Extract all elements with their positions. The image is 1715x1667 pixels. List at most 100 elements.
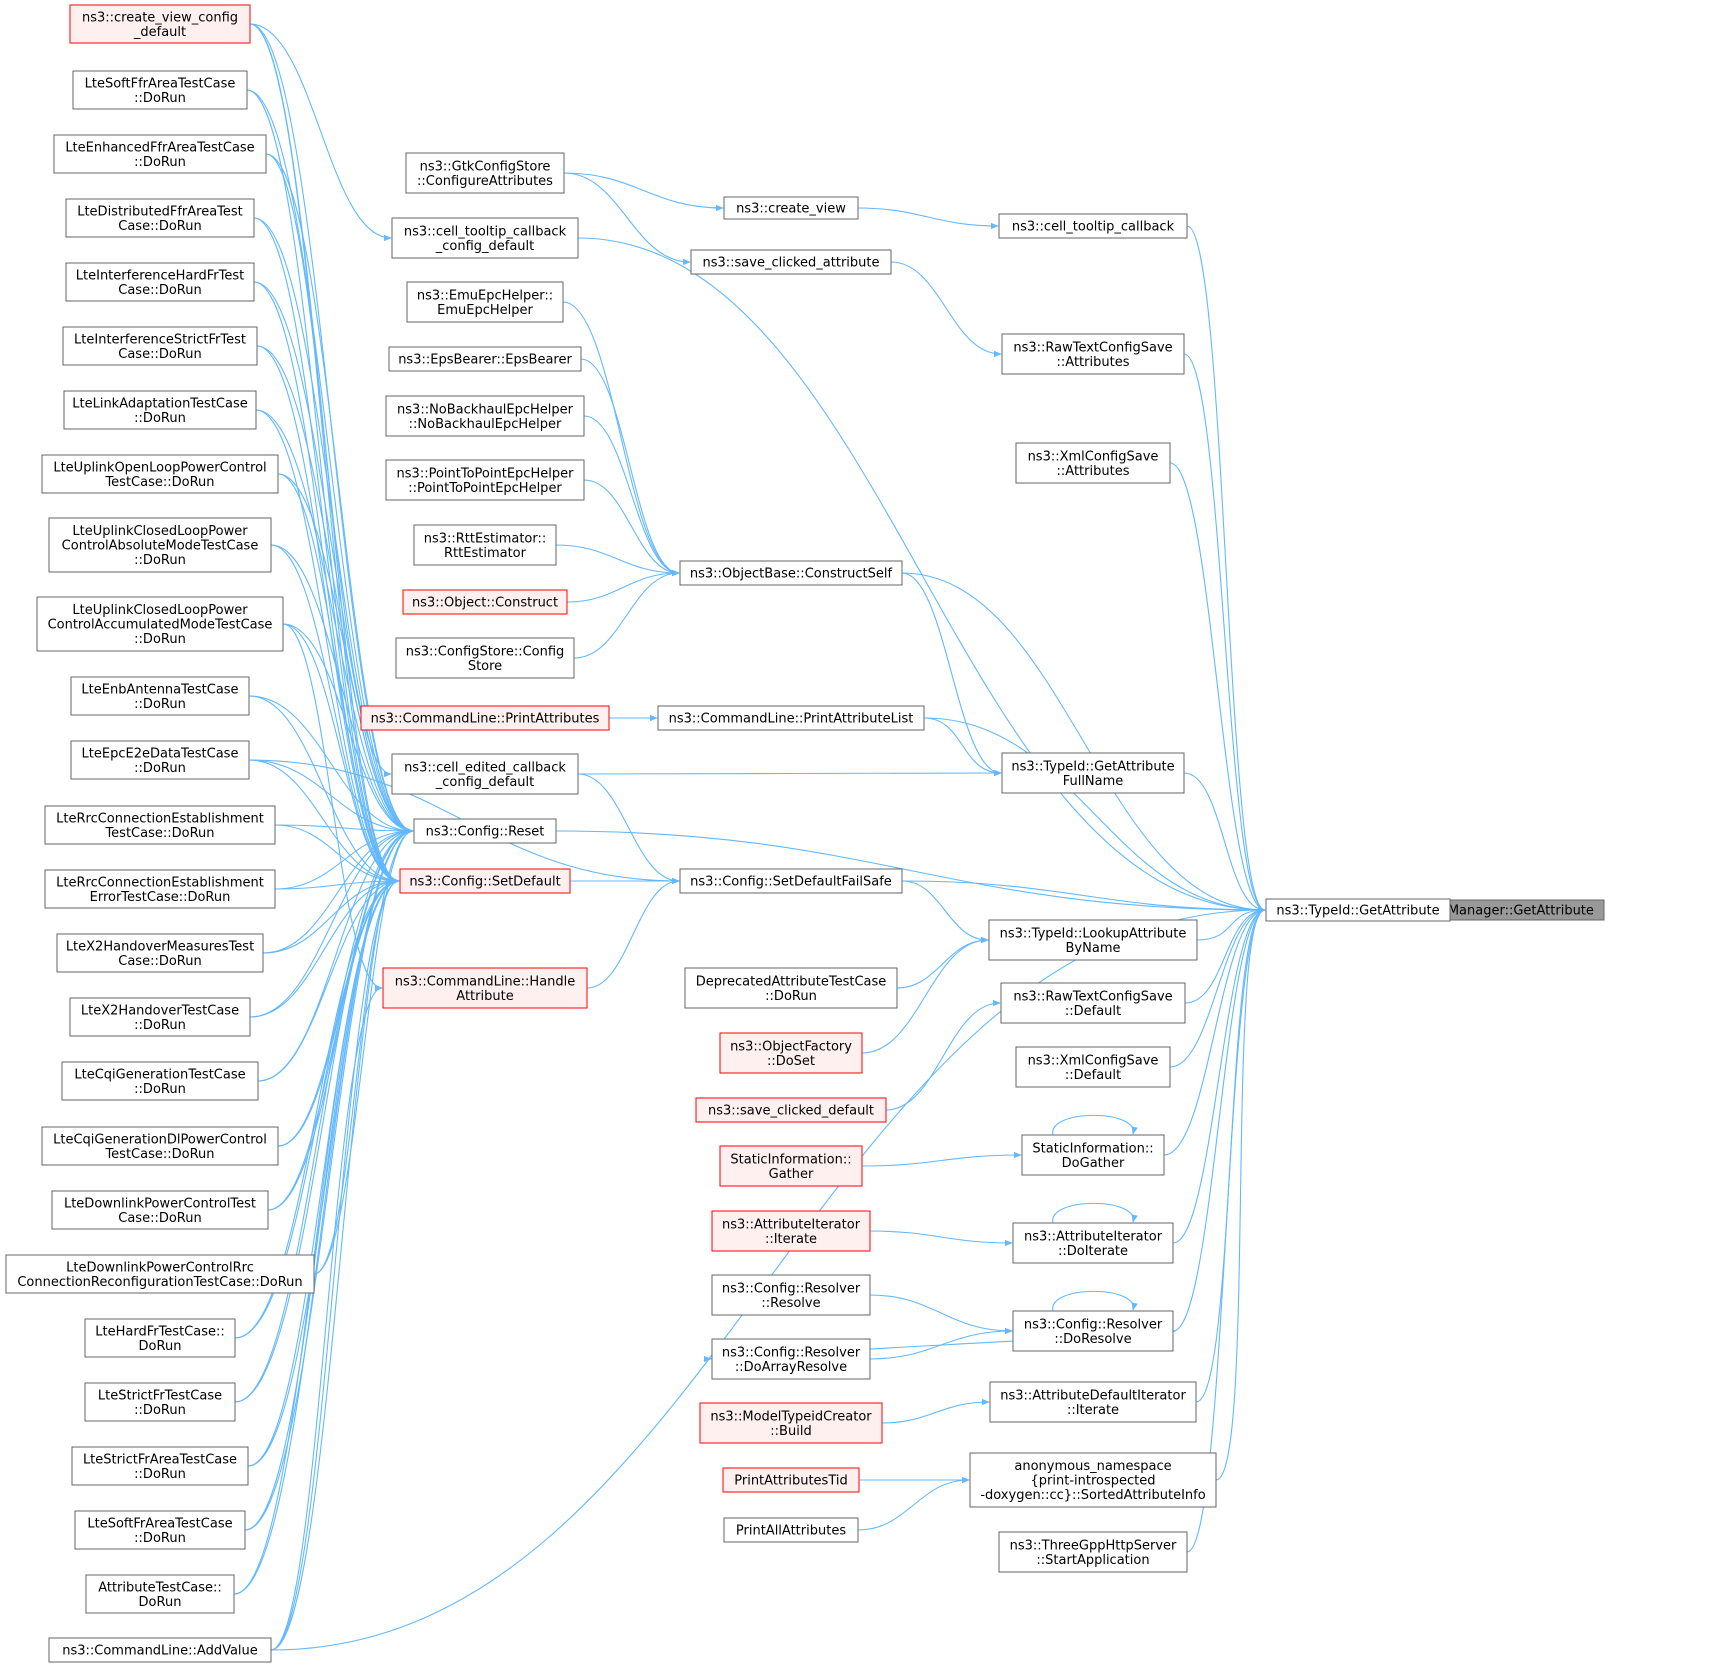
node-lte-enhancedffr[interactable]: LteEnhancedFfrAreaTestCase::DoRun: [53, 134, 267, 174]
node-lte-softfrarea[interactable]: LteSoftFrAreaTestCase::DoRun: [74, 1510, 246, 1550]
call-edge-lte_uplinkacc-to-cfg_reset: [282, 623, 414, 835]
node-model-typeid[interactable]: ns3::ModelTypeidCreator::Build: [699, 1402, 883, 1444]
node-label-line: TestCase::DoRun: [104, 475, 214, 490]
node-lte-enbantenna[interactable]: LteEnbAntennaTestCase::DoRun: [70, 676, 250, 716]
node-cfg-setdefault[interactable]: ns3::Config::SetDefault: [399, 868, 571, 894]
node-print-all-attrs[interactable]: PrintAllAttributes: [723, 1517, 859, 1543]
node-attr-testcase[interactable]: AttributeTestCase::DoRun: [85, 1574, 235, 1614]
call-edge-gtk_cfgattr-to-create_view: [563, 172, 724, 212]
node-box: [969, 1452, 1217, 1508]
node-label-line: ::DoRun: [134, 1082, 186, 1097]
node-box: [695, 1097, 887, 1123]
node-label-line: LteRrcConnectionEstablishment: [56, 811, 264, 826]
node-rawtext-default[interactable]: ns3::RawTextConfigSave::Default: [1000, 982, 1186, 1024]
node-typeid-getattr[interactable]: ns3::TypeId::GetAttribute: [1265, 898, 1451, 922]
node-lte-dlpcrrc[interactable]: LteDownlinkPowerControlRrcConnectionReco…: [5, 1254, 315, 1294]
node-box: [48, 517, 272, 573]
call-edge-resolver_doresolve-to-typeid_getattr: [1172, 906, 1266, 1332]
node-box: [74, 1510, 246, 1550]
node-lte-uplinkabs[interactable]: LteUplinkClosedLoopPowerControlAbsoluteM…: [48, 517, 272, 573]
node-cell-tooltip-cb[interactable]: ns3::cell_tooltip_callback: [998, 213, 1188, 239]
node-label-line: ns3::AttributeDefaultIterator: [1000, 1388, 1186, 1403]
node-rawtext-attrs[interactable]: ns3::RawTextConfigSave::Attributes: [1001, 333, 1185, 375]
call-edge-model_typeid-to-attrdefiter: [881, 1398, 990, 1424]
node-lte-uplinkopen[interactable]: LteUplinkOpenLoopPowerControlTestCase::D…: [41, 454, 279, 494]
node-lte-rrcesterr[interactable]: LteRrcConnectionEstablishmentErrorTestCa…: [44, 869, 276, 909]
node-cmd-addvalue[interactable]: ns3::CommandLine::AddValue: [48, 1637, 272, 1663]
node-label-line: ns3::ObjectBase::ConstructSelf: [690, 567, 893, 582]
node-cmd-printattrlist[interactable]: ns3::CommandLine::PrintAttributeList: [657, 705, 925, 731]
node-cell-edited-cfg[interactable]: ns3::cell_edited_callback_config_default: [391, 753, 579, 795]
node-objbase-construct[interactable]: ns3::ObjectBase::ConstructSelf: [679, 560, 903, 586]
node-lte-strictfrarea[interactable]: LteStrictFrAreaTestCase::DoRun: [71, 1446, 249, 1486]
node-p2p-epc[interactable]: ns3::PointToPointEpcHelper::PointToPoint…: [385, 459, 585, 501]
call-edge-cell_edited_cfg-to-cfg_setdefaultfs: [577, 773, 680, 885]
node-lte-hardfr[interactable]: LteHardFrTestCase::DoRun: [84, 1318, 236, 1358]
node-label-line: ::DoRun: [134, 1018, 186, 1033]
node-lte-strictfr[interactable]: LteStrictFrTestCase::DoRun: [84, 1382, 236, 1422]
node-rtt-est[interactable]: ns3::RttEstimator::RttEstimator: [413, 524, 557, 566]
node-cmd-printattrs[interactable]: ns3::CommandLine::PrintAttributes: [360, 705, 610, 731]
node-label-line: ns3::RawTextConfigSave: [1013, 340, 1172, 355]
node-attrdefiter[interactable]: ns3::AttributeDefaultIterator::Iterate: [989, 1381, 1197, 1423]
node-lte-uplinkacc[interactable]: LteUplinkClosedLoopPowerControlAccumulat…: [36, 596, 284, 652]
node-box: [657, 705, 925, 731]
call-edge-lte_rrcesterr-to-cfg_reset: [274, 827, 414, 890]
node-create-view[interactable]: ns3::create_view: [723, 196, 859, 220]
node-lte-epce2e[interactable]: LteEpcE2eDataTestCase::DoRun: [70, 740, 250, 780]
node-static-dogather[interactable]: StaticInformation::DoGather: [1021, 1134, 1165, 1176]
node-resolver-doresolve[interactable]: ns3::Config::Resolver::DoResolve: [1012, 1310, 1174, 1352]
node-create-view-cfg[interactable]: ns3::create_view_config_default: [69, 4, 251, 44]
node-label-line: LteEnhancedFfrAreaTestCase: [65, 140, 254, 155]
node-gtk-cfgattr[interactable]: ns3::GtkConfigStore::ConfigureAttributes: [405, 152, 565, 194]
call-edge-lte_dlpcrrc-to-cfg_setdefault: [313, 877, 400, 1275]
node-lte-linkadapt[interactable]: LteLinkAdaptationTestCase::DoRun: [63, 390, 257, 430]
call-edge-deprecated_test-to-typeid_lookup: [896, 936, 989, 989]
node-eps-bearer[interactable]: ns3::EpsBearer::EpsBearer: [388, 346, 582, 372]
node-threegpp-start[interactable]: ns3::ThreeGppHttpServer::StartApplicatio…: [998, 1531, 1188, 1573]
node-obj-construct[interactable]: ns3::Object::Construct: [402, 589, 568, 615]
node-lte-x2ho[interactable]: LteX2HandoverTestCase::DoRun: [69, 997, 251, 1037]
node-lte-cqigen[interactable]: LteCqiGenerationTestCase::DoRun: [61, 1061, 259, 1101]
node-attriter-iterate[interactable]: ns3::AttributeIterator::Iterate: [711, 1210, 871, 1252]
call-edge-lte_distffr-to-cfg_setdefault: [253, 217, 400, 885]
call-edge-lte_epce2e-to-cfg_setdefault: [248, 759, 400, 885]
call-edge-lte_enbantenna-to-cfg_setdefault: [248, 695, 400, 885]
node-box: [385, 459, 585, 501]
node-objfactory-doset[interactable]: ns3::ObjectFactory::DoSet: [719, 1032, 863, 1074]
node-lte-softffrarea[interactable]: LteSoftFfrAreaTestCase::DoRun: [72, 70, 248, 110]
node-attriter-doiterate[interactable]: ns3::AttributeIterator::DoIterate: [1012, 1222, 1174, 1264]
call-edge-static_gather-to-static_dogather: [861, 1151, 1022, 1167]
node-emu-epc[interactable]: ns3::EmuEpcHelper::EmuEpcHelper: [406, 281, 564, 323]
node-xml-default[interactable]: ns3::XmlConfigSave::Default: [1015, 1046, 1171, 1088]
node-cfg-setdefaultfs[interactable]: ns3::Config::SetDefaultFailSafe: [679, 868, 903, 894]
node-cfg-reset[interactable]: ns3::Config::Reset: [413, 818, 557, 844]
node-static-gather[interactable]: StaticInformation::Gather: [719, 1145, 863, 1187]
node-deprecated-test[interactable]: DeprecatedAttributeTestCase::DoRun: [684, 967, 898, 1009]
node-print-attrs-tid[interactable]: PrintAttributesTid: [722, 1467, 860, 1493]
node-lte-cqigendl[interactable]: LteCqiGenerationDlPowerControlTestCase::…: [41, 1126, 279, 1166]
call-edge-cfg_setdefaultfs-to-typeid_lookup: [901, 880, 989, 944]
node-lte-rrcest[interactable]: LteRrcConnectionEstablishmentTestCase::D…: [44, 805, 276, 845]
node-label-line: ::PointToPointEpcHelper: [408, 481, 562, 496]
node-resolver-doarray[interactable]: ns3::Config::Resolver::DoArrayResolve: [711, 1338, 871, 1380]
node-cell-tooltip-cfg[interactable]: ns3::cell_tooltip_callback_config_defaul…: [391, 217, 579, 259]
node-save-clicked-def[interactable]: ns3::save_clicked_default: [695, 1097, 887, 1123]
node-cfgstore[interactable]: ns3::ConfigStore::ConfigStore: [395, 637, 575, 679]
node-save-clicked-attr[interactable]: ns3::save_clicked_attribute: [690, 249, 892, 275]
node-resolver-resolve[interactable]: ns3::Config::Resolver::Resolve: [711, 1274, 871, 1316]
node-xml-attrs[interactable]: ns3::XmlConfigSave::Attributes: [1015, 442, 1171, 484]
node-nobackhaul[interactable]: ns3::NoBackhaulEpcHelper::NoBackhaulEpcH…: [385, 395, 585, 437]
call-edge-sorted_attrinfo-to-typeid_getattr: [1215, 906, 1266, 1481]
node-box: [44, 869, 276, 909]
node-sorted-attrinfo[interactable]: anonymous_namespace{print-introspected-d…: [969, 1452, 1217, 1508]
recursion-edge-static_dogather: [1052, 1114, 1138, 1136]
